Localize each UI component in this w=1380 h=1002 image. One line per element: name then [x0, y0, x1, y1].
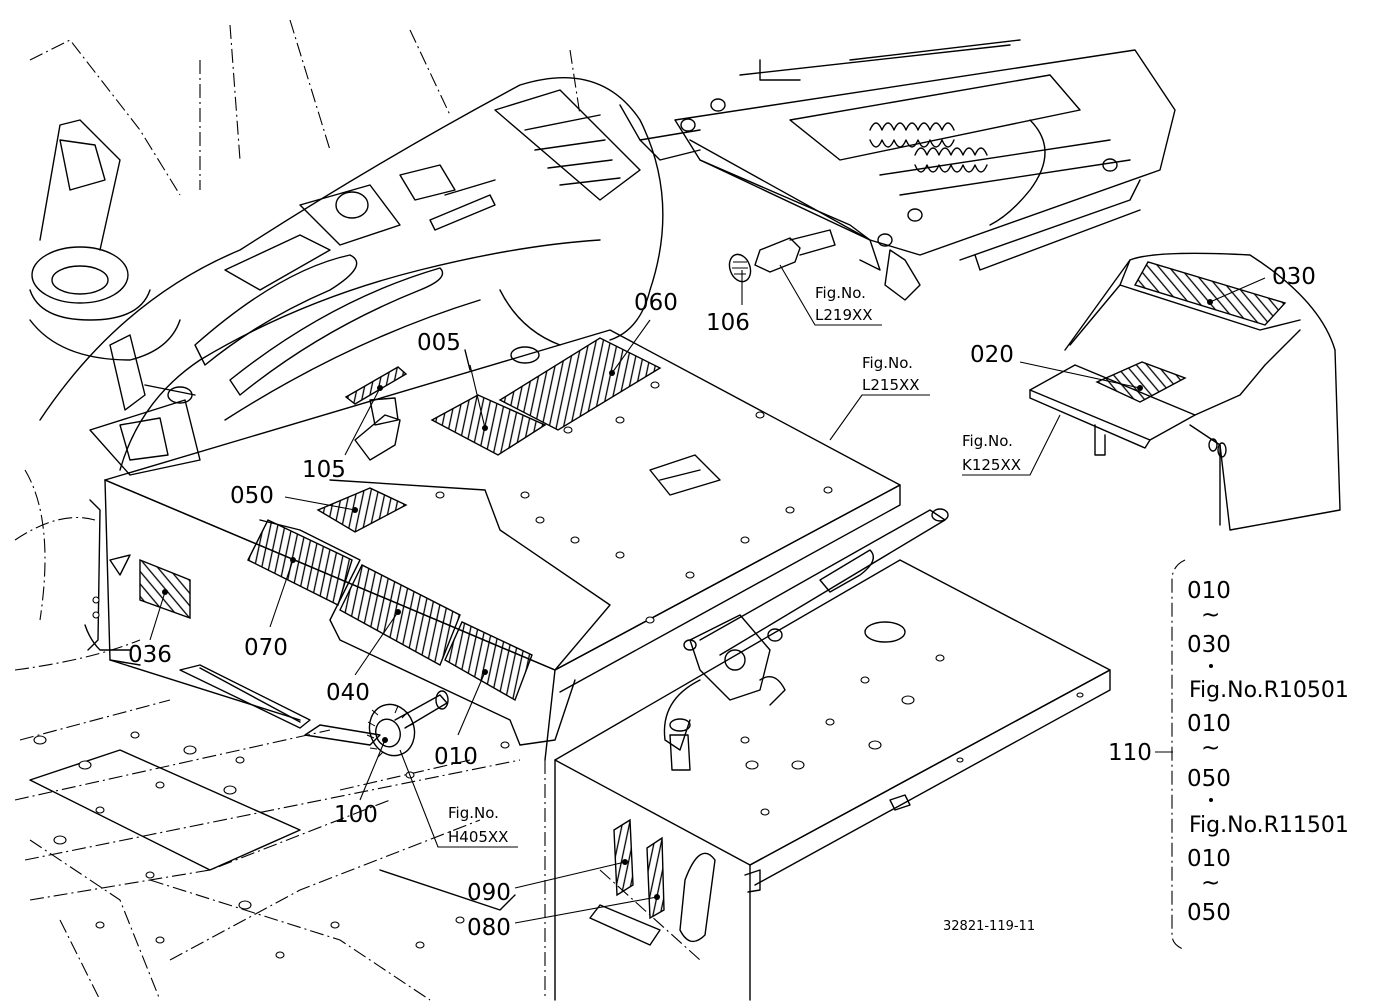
- callout-100: 100: [334, 802, 378, 828]
- decal-050: [316, 487, 408, 533]
- decal-030: [1133, 261, 1287, 326]
- callout-labels: 005 060 105 050 070 036 040 010 100 106 …: [128, 264, 1316, 941]
- deck-holes: [435, 381, 833, 624]
- range-3-tilde: ~: [1201, 870, 1220, 896]
- fig-references: Fig.No. L219XX Fig.No. L215XX Fig.No. K1…: [448, 284, 1021, 846]
- callout-036: 036: [128, 642, 172, 668]
- brake-lever: [663, 508, 949, 771]
- range-2-tilde: ~: [1201, 735, 1220, 761]
- drawing-code: 32821-119-11: [943, 919, 1035, 934]
- decal-020: [1095, 361, 1187, 403]
- phantom-outlines: [14, 19, 701, 1001]
- range-2-to: 050: [1187, 766, 1231, 792]
- callout-070: 070: [244, 635, 288, 661]
- decal-080: [646, 836, 665, 920]
- callout-010: 010: [434, 744, 478, 770]
- range-3-from: 010: [1187, 846, 1231, 872]
- callout-110: 110: [1108, 740, 1152, 766]
- knob-100: [366, 690, 449, 758]
- fig-ref-k125-line2: K125XX: [962, 456, 1021, 474]
- callout-060: 060: [634, 290, 678, 316]
- decal-070: [247, 519, 353, 606]
- left-floor-holes: [33, 731, 510, 959]
- decals: [139, 261, 1287, 920]
- floor-holes: [740, 654, 1084, 816]
- range-1-tilde: ~: [1201, 602, 1220, 628]
- decal-090: [613, 818, 634, 897]
- callout-080: 080: [467, 915, 511, 941]
- callout-050: 050: [230, 483, 274, 509]
- fig-ref-h405-line1: Fig.No.: [448, 804, 499, 822]
- range-3-fig: Fig.No.R11501: [1189, 813, 1349, 838]
- floor-platform: [554, 559, 1111, 1001]
- springs: [869, 122, 988, 173]
- decal-105: [344, 366, 408, 405]
- rear-fender: [1029, 252, 1341, 531]
- fig-ref-l219-line2: L219XX: [815, 306, 873, 324]
- fig-ref-k125-line1: Fig.No.: [962, 432, 1013, 450]
- callout-090: 090: [467, 880, 511, 906]
- callout-106: 106: [706, 310, 750, 336]
- range-1-from: 010: [1187, 578, 1231, 604]
- callout-030: 030: [1272, 264, 1316, 290]
- callout-020: 020: [970, 342, 1014, 368]
- front-panel: [84, 479, 576, 761]
- range-box: 010 ~ 030 Fig.No.R10501 010 ~ 050 Fig.No…: [1171, 559, 1349, 951]
- decal-040: [339, 564, 461, 666]
- seat-suspension: [619, 39, 1176, 301]
- decal-005: [430, 394, 547, 456]
- callout-040: 040: [326, 680, 370, 706]
- range-1-to: 030: [1187, 632, 1231, 658]
- fig-ref-l219-line1: Fig.No.: [815, 284, 866, 302]
- leaders: [149, 264, 1266, 924]
- callout-005: 005: [417, 330, 461, 356]
- fig-ref-h405-line2: H405XX: [448, 828, 508, 846]
- left-floor: [29, 664, 661, 959]
- fig-ref-l215-line2: L215XX: [862, 376, 920, 394]
- console-shroud: [29, 76, 664, 476]
- range-3-to: 050: [1187, 900, 1231, 926]
- range-2-fig: Fig.No.R10501: [1189, 678, 1349, 703]
- fig-ref-l215-line1: Fig.No.: [862, 354, 913, 372]
- decal-010: [444, 621, 533, 702]
- callout-105: 105: [302, 457, 346, 483]
- range-2-from: 010: [1187, 711, 1231, 737]
